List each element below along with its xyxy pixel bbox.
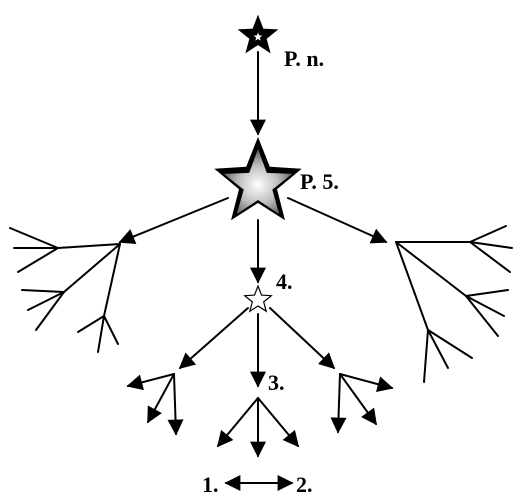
- arrow-p5-right: [287, 197, 388, 244]
- label-4: 4.: [276, 269, 293, 294]
- arrow-4-right: [269, 307, 336, 370]
- big-star-icon: [214, 137, 302, 221]
- label-1: 1.: [202, 472, 219, 497]
- arrow-p5-left: [118, 197, 229, 244]
- left-branch-tree: [9, 227, 121, 353]
- label-pn: P. n.: [284, 46, 324, 71]
- label-3: 3.: [268, 370, 285, 395]
- arrow-4-left: [178, 307, 249, 370]
- label-2: 2.: [296, 472, 313, 497]
- label-p5: P. 5.: [300, 169, 339, 194]
- left-arrow-cluster: [126, 373, 184, 436]
- center-arrow-cluster: [216, 397, 300, 458]
- top-star-icon: [237, 14, 279, 54]
- right-arrow-cluster: [330, 373, 394, 434]
- right-branch-tree: [395, 225, 513, 383]
- level4-star-icon: [243, 284, 273, 313]
